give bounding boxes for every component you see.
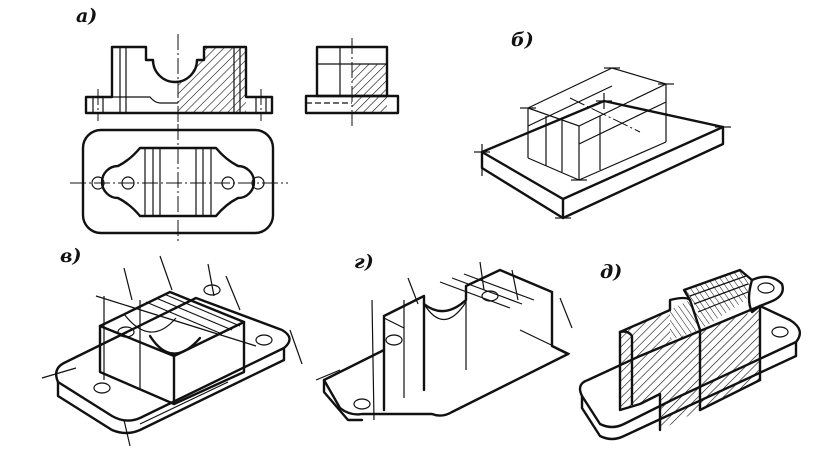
- panel-g-section-construction: г): [315, 251, 573, 422]
- panel-b-construction-boxes: б): [474, 29, 731, 220]
- label-a: а): [76, 5, 97, 27]
- side-view: [304, 38, 400, 126]
- label-d: д): [600, 261, 622, 283]
- top-view: [70, 124, 288, 242]
- label-b: б): [511, 29, 534, 51]
- front-view: [84, 34, 274, 124]
- panel-d-finished-cutaway: д): [578, 261, 802, 441]
- panel-v-isometric-construction: в): [41, 245, 303, 447]
- label-g: г): [354, 251, 374, 273]
- panel-a-orthographic-views: а): [70, 5, 400, 242]
- label-v: в): [60, 245, 81, 267]
